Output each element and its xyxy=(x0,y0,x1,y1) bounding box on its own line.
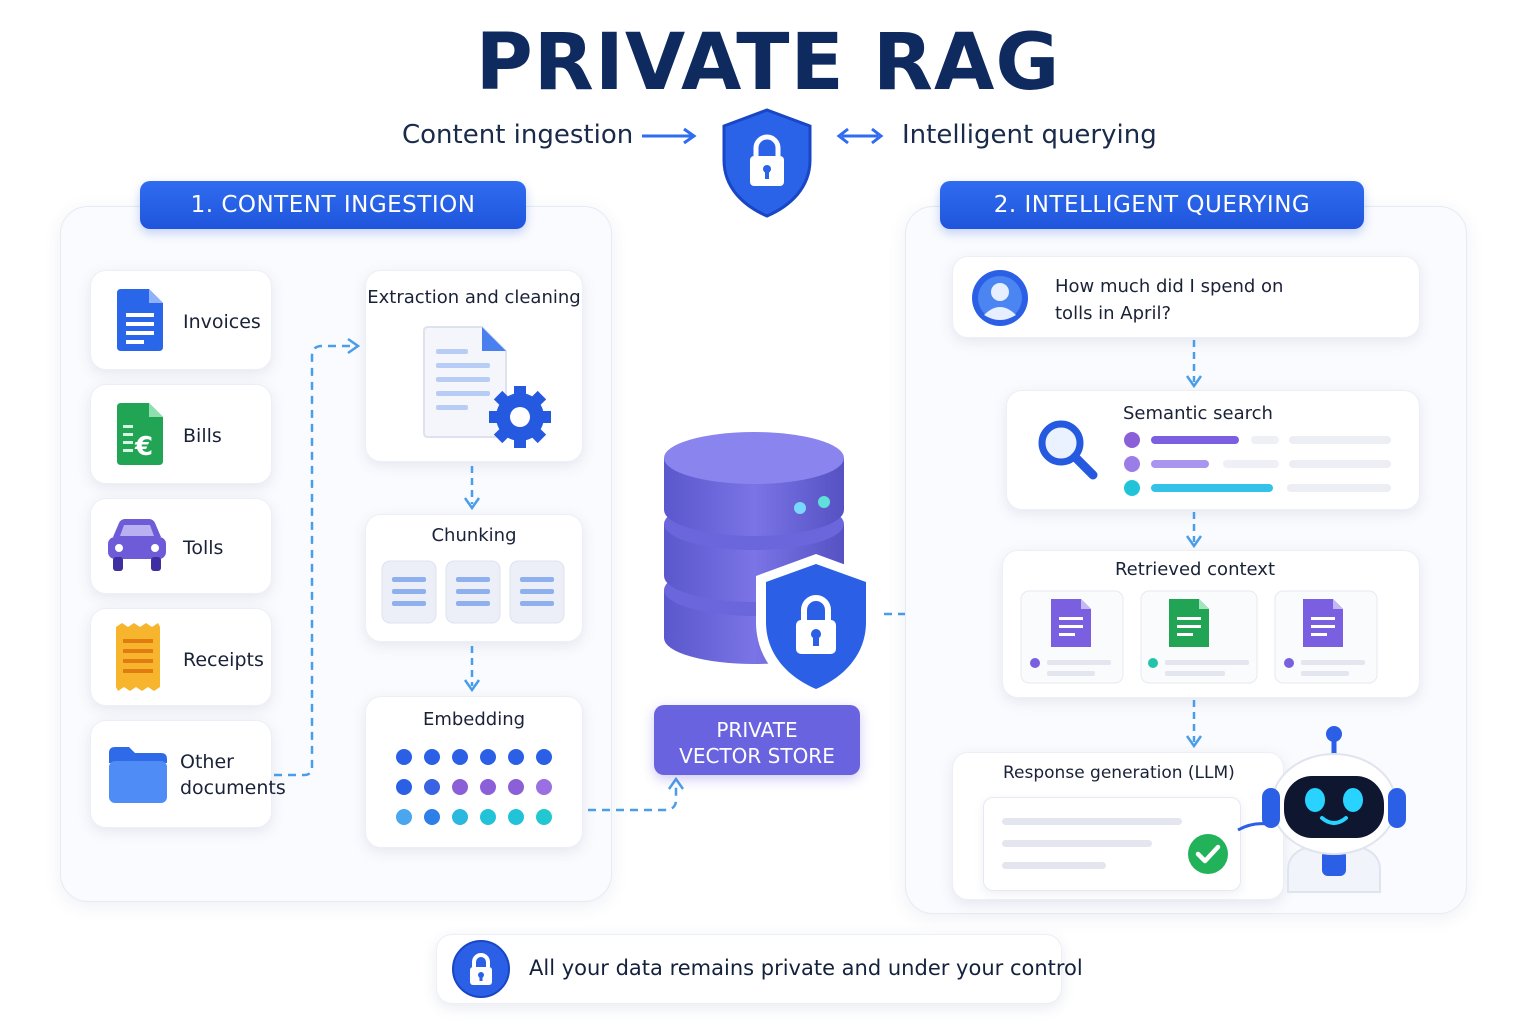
svg-text:€: € xyxy=(134,432,153,462)
source-card-bills[interactable]: € Bills xyxy=(90,384,272,484)
subtitle-ingestion: Content ingestion xyxy=(402,120,634,150)
source-label: Tolls xyxy=(183,537,224,559)
source-card-other-documents[interactable]: Other documents xyxy=(90,720,286,828)
chunks-icon xyxy=(381,560,565,624)
search-results-icon xyxy=(1124,432,1391,496)
step-title: Retrieved context xyxy=(1114,559,1276,580)
step-title: Response generation (LLM) xyxy=(1003,763,1235,783)
dashed-arrow-down xyxy=(1185,340,1203,389)
question-line: tolls in April? xyxy=(1055,303,1171,324)
step-title: Chunking xyxy=(431,525,517,546)
database-icon xyxy=(664,432,876,700)
check-icon xyxy=(1188,834,1228,874)
querying-banner: 2. INTELLIGENT QUERYING xyxy=(940,181,1364,229)
arrow-right-icon xyxy=(642,127,697,145)
question-text: How much did I spend on tolls in April? xyxy=(1055,273,1283,327)
response-generation-card: Response generation (LLM) xyxy=(952,752,1284,900)
vector-store-label-line1: PRIVATE xyxy=(716,718,798,742)
step-title: Semantic search xyxy=(1123,403,1273,424)
footer-text: All your data remains private and under … xyxy=(529,956,1083,980)
ingestion-banner: 1. CONTENT INGESTION xyxy=(140,181,526,229)
vector-store-label: PRIVATE VECTOR STORE xyxy=(654,705,860,775)
document-icon xyxy=(117,289,163,351)
arrow-both-icon xyxy=(836,127,884,145)
folder-icon xyxy=(109,747,167,803)
question-line: How much did I spend on xyxy=(1055,276,1284,297)
footer-banner: All your data remains private and under … xyxy=(436,934,1083,1004)
vector-store-label-line2: VECTOR STORE xyxy=(679,744,835,768)
car-icon xyxy=(108,519,166,571)
source-card-receipts[interactable]: Receipts xyxy=(90,608,272,706)
dashed-connector xyxy=(588,776,684,812)
robot-icon xyxy=(1262,726,1406,893)
source-card-tolls[interactable]: Tolls xyxy=(90,498,272,594)
shield-lock-icon xyxy=(722,108,812,218)
question-card[interactable]: How much did I spend on tolls in April? xyxy=(952,256,1420,338)
document-gear-icon xyxy=(423,326,551,448)
text-line xyxy=(1002,862,1106,869)
embedding-dots-icon xyxy=(396,749,552,825)
subtitle-querying: Intelligent querying xyxy=(902,120,1157,150)
source-label: Bills xyxy=(183,425,222,447)
dashed-arrow-down xyxy=(463,466,481,511)
context-docs-icon xyxy=(1020,590,1378,684)
dashed-arrow-down xyxy=(1185,700,1203,749)
source-label: Invoices xyxy=(183,311,261,333)
source-label-other-documents: Other documents xyxy=(180,751,286,799)
step-title: Extraction and cleaning xyxy=(367,287,581,308)
source-card-invoices[interactable]: Invoices xyxy=(90,270,272,370)
step-title: Embedding xyxy=(422,709,526,730)
retrieved-context-card: Retrieved context xyxy=(1002,550,1420,698)
step-chunking: Chunking xyxy=(365,514,583,642)
dashed-arrow-down xyxy=(1185,512,1203,549)
receipt-icon xyxy=(116,623,160,691)
text-line xyxy=(1002,818,1182,825)
page-title: PRIVATE RAG xyxy=(475,18,1061,108)
semantic-search-card: Semantic search xyxy=(1006,390,1420,510)
user-avatar-icon xyxy=(972,270,1028,326)
source-label: Receipts xyxy=(183,649,264,671)
euro-sheet-icon: € xyxy=(117,403,163,465)
step-embedding: Embedding xyxy=(365,696,583,848)
response-box xyxy=(983,797,1241,891)
step-extraction: Extraction and cleaning xyxy=(365,270,583,462)
dashed-arrow-down xyxy=(463,646,481,693)
text-line xyxy=(1002,840,1152,847)
magnifier-icon xyxy=(1038,420,1098,480)
lock-icon xyxy=(452,940,510,998)
dashed-connector xyxy=(274,337,361,777)
